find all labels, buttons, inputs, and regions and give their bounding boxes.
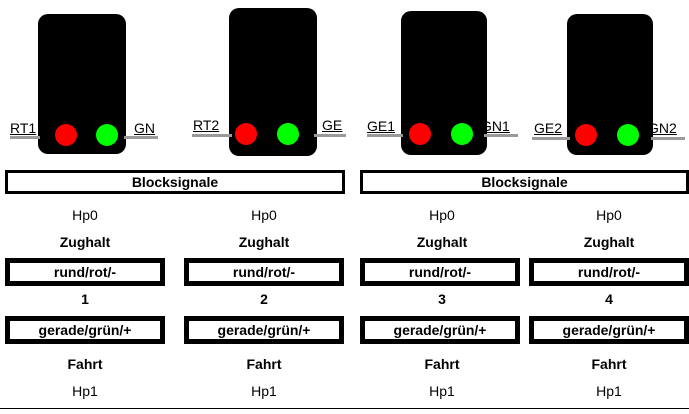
state-fahrt: Fahrt	[246, 356, 282, 372]
track-right	[124, 136, 158, 139]
track-right	[314, 134, 346, 137]
group-title-blocksignale: Blocksignale	[360, 170, 689, 194]
signal-number: 1	[81, 291, 89, 307]
stop-button[interactable]: rund/rot/-	[529, 258, 689, 286]
red-lamp	[235, 123, 257, 145]
green-lamp	[277, 123, 299, 145]
go-button[interactable]: gerade/grün/+	[184, 316, 344, 344]
signal-right-label: GE	[322, 117, 343, 133]
signal-right-label: GN1	[481, 118, 510, 134]
green-lamp	[451, 123, 473, 145]
state-fahrt: Fahrt	[424, 356, 460, 372]
go-button[interactable]: gerade/grün/+	[5, 316, 165, 344]
go-button[interactable]: gerade/grün/+	[360, 316, 520, 344]
state-zughalt: Zughalt	[238, 234, 290, 250]
red-lamp	[409, 123, 431, 145]
track-right	[651, 137, 685, 140]
state-zughalt: Zughalt	[583, 234, 635, 250]
track-left	[532, 137, 570, 140]
state-hp0: Hp0	[251, 207, 277, 223]
signal-number: 2	[260, 291, 268, 307]
state-hp0: Hp0	[596, 207, 622, 223]
red-lamp	[55, 124, 77, 146]
track-left	[367, 134, 403, 137]
state-hp0: Hp0	[429, 207, 455, 223]
go-button[interactable]: gerade/grün/+	[529, 316, 689, 344]
green-lamp	[96, 124, 118, 146]
state-fahrt: Fahrt	[591, 356, 627, 372]
red-lamp	[575, 124, 597, 146]
signal-number: 3	[438, 291, 446, 307]
state-hp1: Hp1	[596, 383, 622, 399]
signal-right-label: GN2	[648, 120, 677, 136]
stop-button[interactable]: rund/rot/-	[5, 258, 165, 286]
state-fahrt: Fahrt	[67, 356, 103, 372]
stop-button[interactable]: rund/rot/-	[360, 258, 520, 286]
state-hp1: Hp1	[251, 383, 277, 399]
state-zughalt: Zughalt	[416, 234, 468, 250]
state-hp0: Hp0	[72, 207, 98, 223]
track-right	[484, 134, 518, 137]
track-left	[10, 136, 40, 139]
signal-left-label: RT2	[193, 117, 220, 133]
group-title-blocksignale: Blocksignale	[5, 170, 345, 194]
track-left	[192, 134, 232, 137]
stop-button[interactable]: rund/rot/-	[184, 258, 344, 286]
signal-left-label: GE2	[534, 120, 563, 136]
green-lamp	[617, 124, 639, 146]
signal-left-label: RT1	[10, 120, 37, 136]
signal-left-label: GE1	[367, 118, 396, 134]
state-hp1: Hp1	[429, 383, 455, 399]
bottom-divider	[0, 408, 689, 409]
signal-right-label: GN	[134, 120, 155, 136]
signal-number: 4	[605, 291, 613, 307]
state-zughalt: Zughalt	[59, 234, 111, 250]
state-hp1: Hp1	[72, 383, 98, 399]
